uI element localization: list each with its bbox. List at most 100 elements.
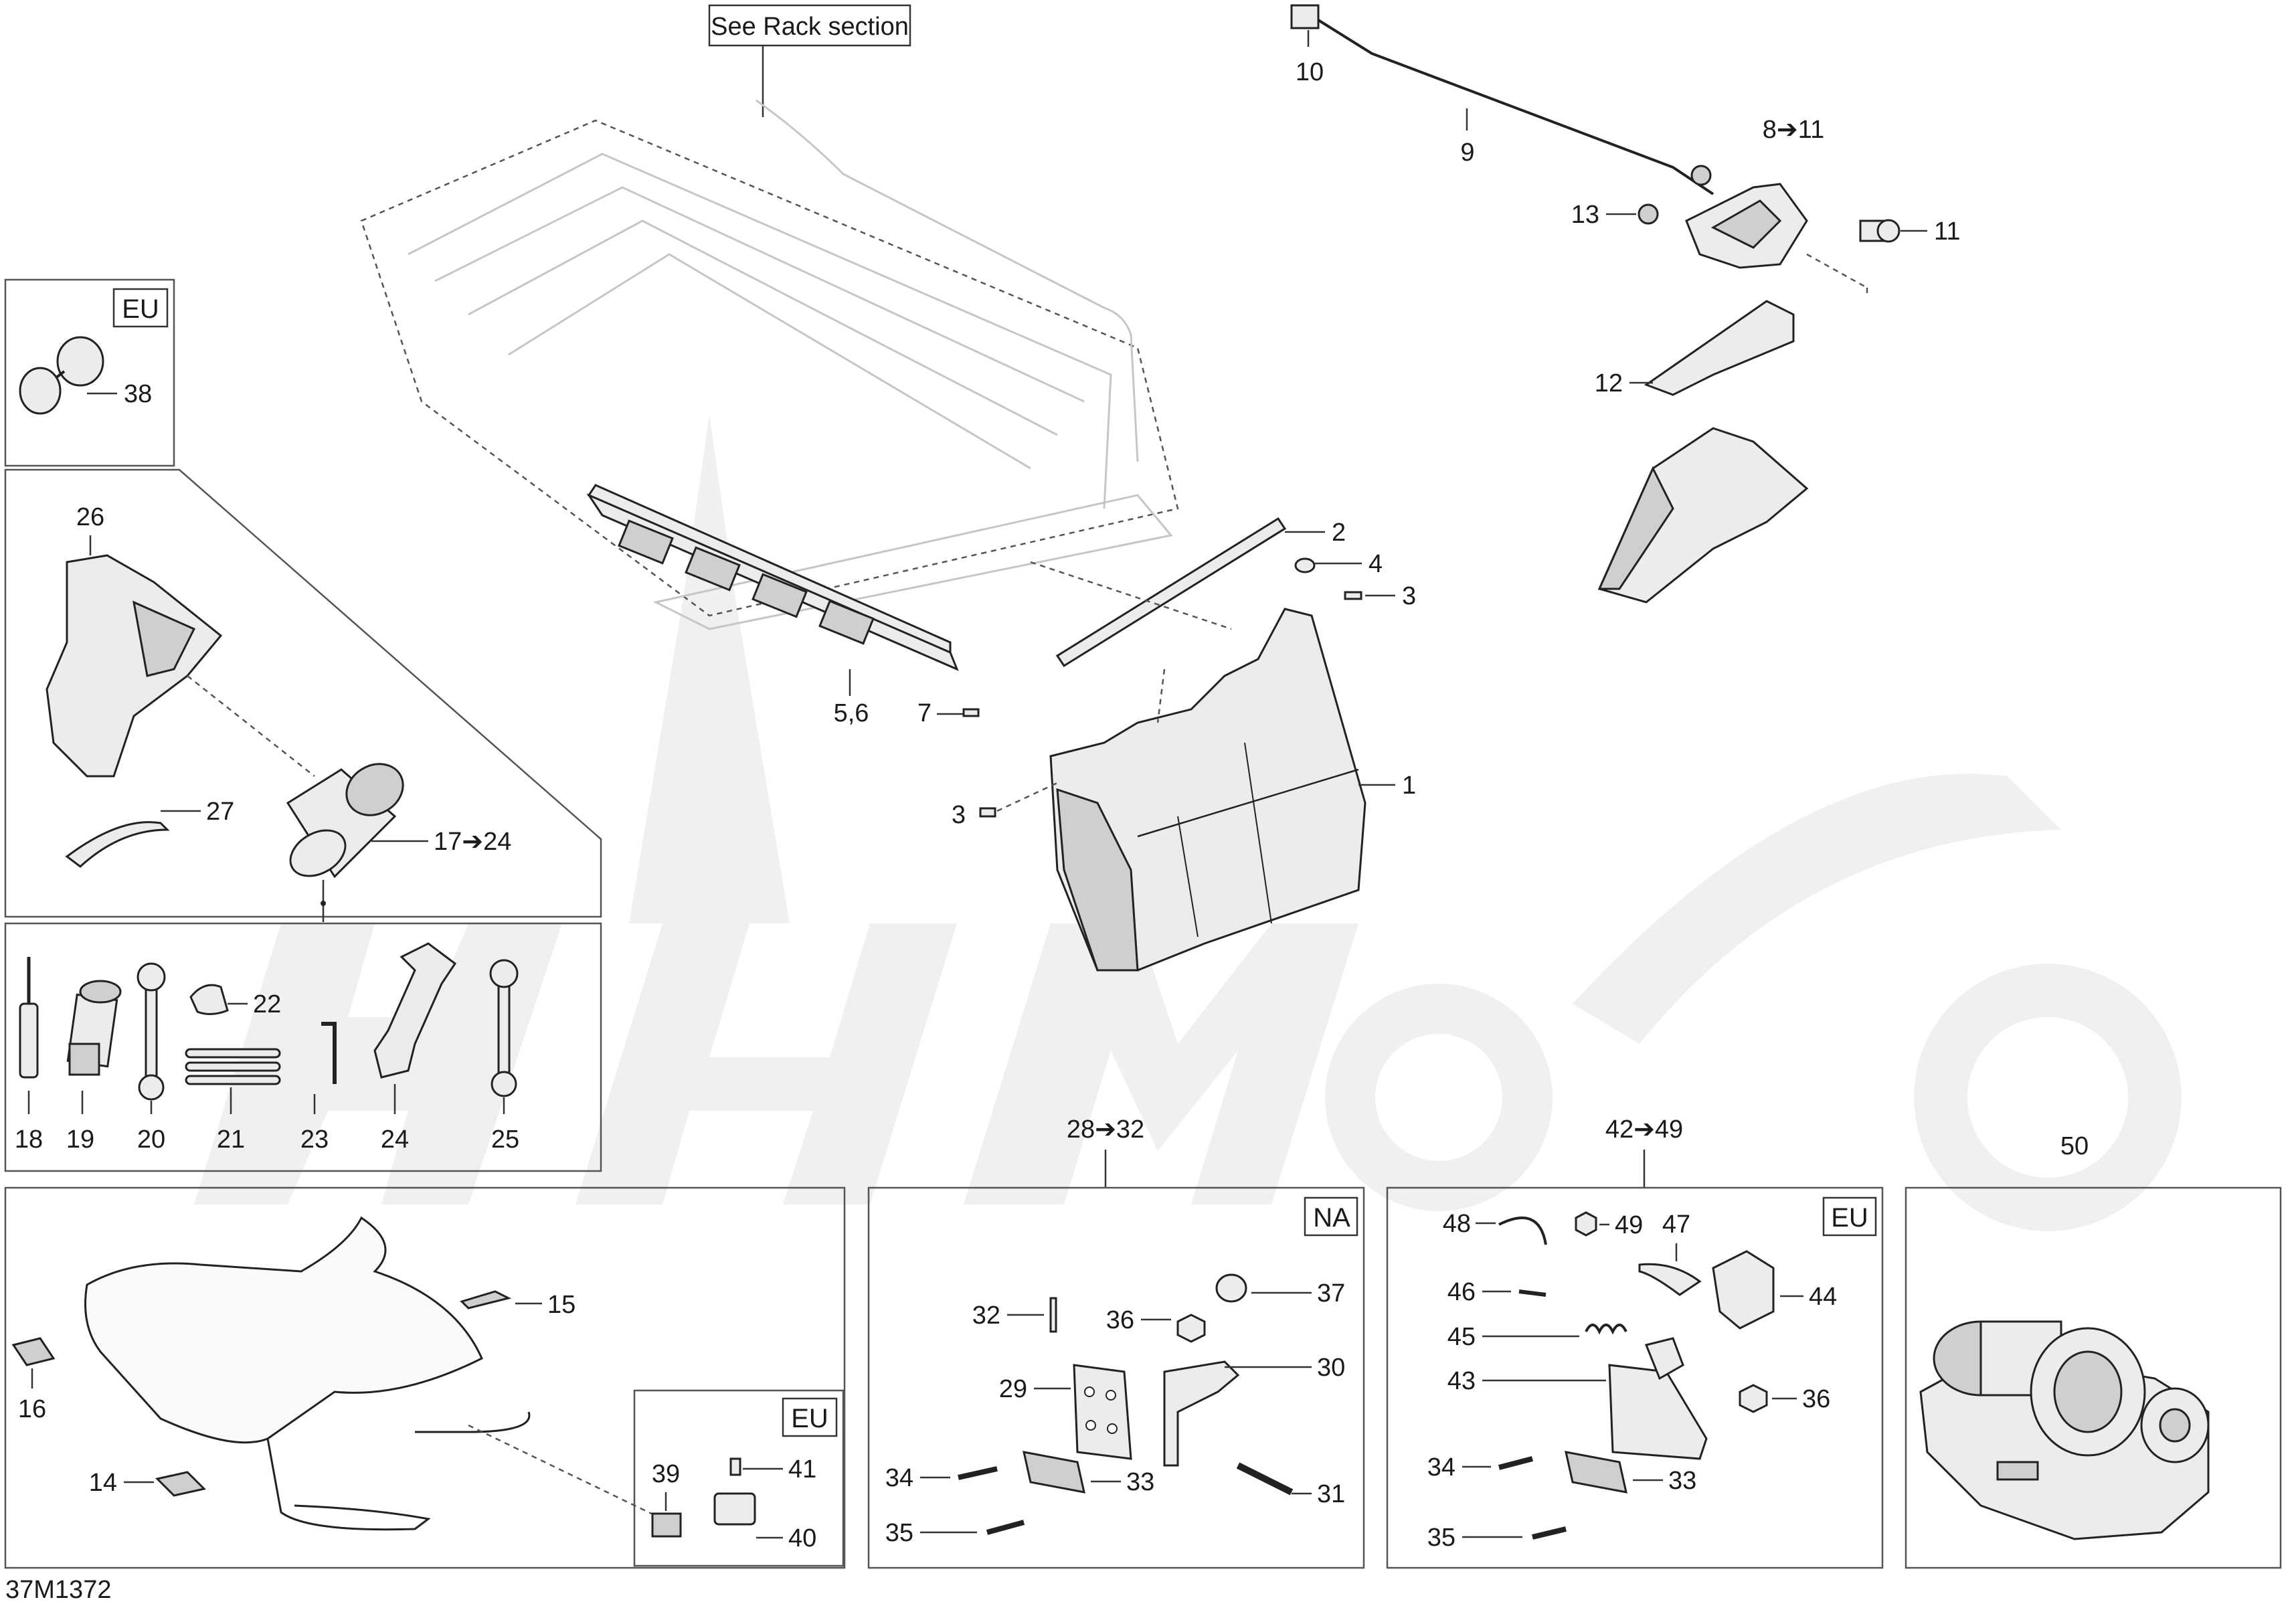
eu-tag-box3: EU (1831, 1203, 1868, 1233)
wrench-20 (137, 962, 166, 1101)
lanyard-48 (1498, 1217, 1547, 1245)
winch-box (1905, 1186, 2282, 1569)
bolt-35b (1532, 1526, 1567, 1540)
callout-8-11: 8➔11 (1763, 116, 1824, 144)
plate-29 (1073, 1364, 1132, 1460)
callout-23: 23 (300, 1126, 329, 1154)
callout-45: 45 (1447, 1323, 1476, 1351)
pin-32 (1049, 1297, 1057, 1333)
callout-2: 2 (1332, 519, 1346, 547)
eu-tag-top: EU (122, 294, 159, 324)
bolt-35a (986, 1520, 1025, 1535)
callout-27: 27 (206, 798, 234, 826)
cap-44 (1712, 1250, 1775, 1330)
clip-47 (1638, 1263, 1702, 1296)
allen-key-23 (321, 1022, 337, 1084)
callout-35b: 35 (1427, 1524, 1455, 1552)
bracket-40 (713, 1492, 756, 1526)
callout-5-6: 5,6 (834, 699, 869, 727)
callout-33a: 33 (1126, 1468, 1154, 1496)
callout-41: 41 (788, 1455, 816, 1484)
callout-36a: 36 (1106, 1306, 1134, 1334)
callout-39: 39 (652, 1460, 680, 1488)
callout-40: 40 (788, 1524, 816, 1552)
callout-18: 18 (15, 1126, 43, 1154)
callout-46: 46 (1447, 1278, 1476, 1306)
callout-43: 43 (1447, 1367, 1476, 1395)
spanner-24 (373, 942, 457, 1079)
callout-16: 16 (18, 1395, 46, 1423)
pin-46 (1518, 1289, 1547, 1297)
spring-45 (1585, 1324, 1627, 1335)
reflector-39 (651, 1512, 682, 1538)
callout-19: 19 (66, 1126, 94, 1154)
callout-34b: 34 (1427, 1453, 1455, 1481)
callout-15: 15 (547, 1291, 576, 1319)
connector-10 (1290, 4, 1320, 29)
callout-44: 44 (1809, 1283, 1837, 1311)
bolt-34b (1498, 1456, 1534, 1470)
callout-29: 29 (999, 1375, 1027, 1403)
tools-box (4, 922, 602, 1172)
group-17-24: 17➔24 (434, 828, 511, 856)
pin-21 (185, 1048, 281, 1085)
callout-32: 32 (972, 1301, 1000, 1330)
callout-9: 9 (1460, 139, 1474, 167)
callout-37: 37 (1317, 1279, 1345, 1308)
winch-50 (1919, 1320, 2210, 1540)
group-42-49: 42➔49 (1605, 1115, 1683, 1144)
callout-21: 21 (217, 1126, 245, 1154)
callout-14: 14 (89, 1469, 117, 1497)
screw-3a (1344, 591, 1362, 600)
eu-mirror-box (4, 278, 175, 467)
clip-22 (189, 984, 229, 1015)
screwdriver-18 (19, 957, 39, 1079)
callout-22: 22 (253, 990, 281, 1018)
see-rack-box (708, 4, 911, 47)
callout-25: 25 (491, 1126, 519, 1154)
snowflap-1 (1049, 608, 1366, 972)
nut-13 (1638, 203, 1659, 225)
callout-3b: 3 (952, 801, 966, 829)
callout-47: 47 (1662, 1210, 1690, 1239)
group-50: 50 (2060, 1132, 2089, 1160)
callout-26: 26 (76, 503, 104, 531)
nut-49 (1575, 1211, 1597, 1237)
mirror-38 (56, 336, 104, 387)
bar-2 (1055, 517, 1287, 668)
callout-10: 10 (1296, 58, 1324, 86)
snowmobile-box (4, 1186, 846, 1569)
callout-48: 48 (1443, 1210, 1471, 1238)
washer-4 (1294, 557, 1316, 573)
na-tag: NA (1313, 1203, 1350, 1233)
socket-19 (66, 980, 122, 1076)
decal-16 (11, 1337, 56, 1366)
callout-1: 1 (1402, 772, 1416, 800)
nut-36a (1176, 1314, 1206, 1343)
callout-20: 20 (137, 1126, 165, 1154)
pad-33a (1023, 1451, 1085, 1494)
callout-30: 30 (1317, 1354, 1345, 1382)
callout-4: 4 (1368, 550, 1383, 578)
bolt-31 (1236, 1462, 1294, 1496)
wrench-25 (489, 959, 519, 1097)
callout-12: 12 (1595, 369, 1623, 397)
callout-49: 49 (1615, 1211, 1643, 1239)
snowmobile-silhouette (84, 1216, 531, 1531)
diagram-code: 37M1372 (5, 1576, 111, 1604)
decal-14 (155, 1471, 206, 1497)
callout-11: 11 (1934, 217, 1960, 246)
bracket-43 (1608, 1364, 1708, 1460)
rack-assembly (360, 99, 1179, 630)
screw-3b (979, 807, 996, 818)
decal-15 (460, 1290, 512, 1310)
watermark-logo (194, 415, 2182, 1231)
callout-33b: 33 (1668, 1467, 1696, 1495)
bolt-34a (958, 1466, 998, 1480)
side-panel-5-6 (586, 484, 959, 671)
screw-41 (729, 1457, 741, 1476)
callout-38: 38 (124, 380, 152, 408)
housing-12 (1597, 300, 1809, 604)
tool-roll-17 (286, 763, 404, 879)
pad-33b (1565, 1451, 1627, 1494)
